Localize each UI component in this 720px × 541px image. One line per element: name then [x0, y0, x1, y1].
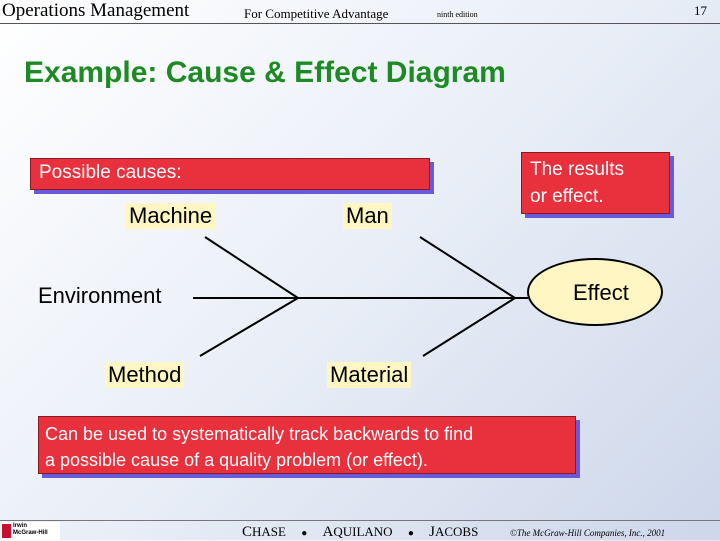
author-separator: ●: [301, 528, 308, 539]
effect-oval: [527, 258, 663, 326]
page-number: 17: [694, 3, 707, 18]
bone-man: [419, 236, 516, 299]
usage-note-line2: a possible cause of a quality problem (o…: [45, 450, 428, 470]
cause-environment: Environment: [38, 283, 162, 308]
cause-machine: Machine: [126, 203, 216, 229]
usage-note-callout: Can be used to systematically track back…: [38, 416, 576, 474]
book-title: Operations Management: [2, 0, 190, 21]
cause-method: Method: [105, 362, 185, 388]
logo-line2: McGraw-Hill: [13, 530, 48, 536]
effect-label: Effect: [573, 280, 629, 305]
slide-title: Example: Cause & Effect Diagram: [24, 56, 506, 89]
results-label-line1: The results: [530, 159, 624, 180]
cause-material: Material: [327, 362, 412, 388]
footer-divider: [0, 520, 720, 521]
possible-causes-callout: Possible causes:: [30, 158, 430, 190]
bone-material: [422, 297, 516, 357]
author1-rest: HASE: [252, 524, 286, 539]
bone-method: [199, 297, 299, 357]
results-label-line2: or effect.: [530, 186, 604, 207]
author3-rest: ACOBS: [434, 524, 479, 539]
logo-text: Irwin McGraw-Hill: [13, 523, 48, 537]
author1-initial: C: [242, 524, 253, 540]
author-line: CHASE ● AQUILANO ● JACOBS: [242, 524, 478, 541]
bone-machine: [204, 236, 299, 299]
author2-initial: A: [322, 524, 334, 540]
author-separator: ●: [407, 528, 414, 539]
publisher-logo: Irwin McGraw-Hill: [2, 522, 60, 540]
edition-label: ninth edition: [437, 10, 478, 19]
logo-line1: Irwin: [13, 523, 28, 529]
usage-note-line1: Can be used to systematically track back…: [45, 424, 474, 444]
copyright-notice: ©The McGraw-Hill Companies, Inc., 2001: [510, 528, 666, 538]
possible-causes-label: Possible causes:: [39, 162, 182, 183]
author2-rest: QUILANO: [333, 524, 393, 539]
author3-initial: J: [429, 524, 435, 540]
cause-man: Man: [343, 203, 392, 229]
header-divider: [0, 23, 720, 24]
slide-header: Operations Management For Competitive Ad…: [0, 0, 720, 26]
book-subtitle: For Competitive Advantage: [244, 6, 389, 21]
results-callout: The results or effect.: [521, 152, 670, 214]
logo-mark-icon: [2, 524, 11, 538]
